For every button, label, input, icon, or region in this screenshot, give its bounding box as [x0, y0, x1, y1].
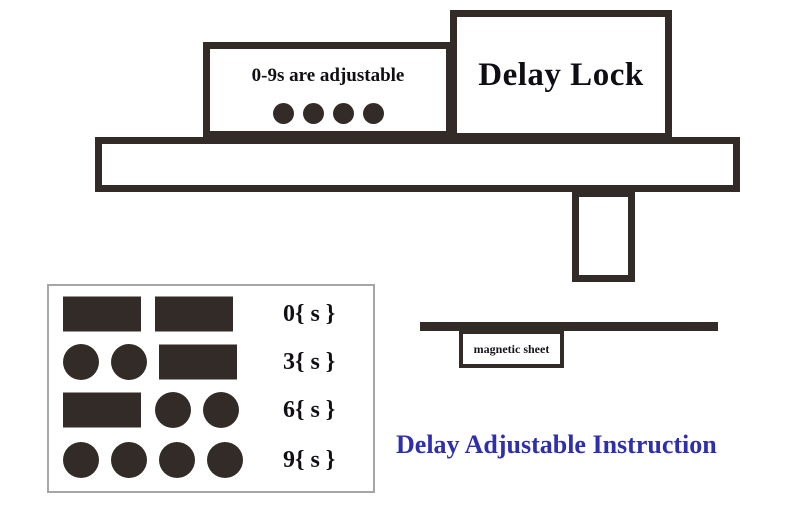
- magnetic-sheet-box: magnetic sheet: [459, 330, 564, 368]
- dip-switch-dot: [272, 103, 294, 124]
- magnetic-strike-bar: [420, 322, 718, 331]
- switch-dot: [203, 392, 239, 428]
- dip-switch-pattern: [49, 436, 277, 484]
- lock-body-bar: [95, 137, 740, 192]
- legend-row: 6{ s }: [49, 386, 373, 434]
- switch-bar: [155, 296, 233, 332]
- legend-row-label: 6{ s }: [283, 396, 336, 423]
- dip-switch-dot: [332, 103, 354, 124]
- lock-bolt: [572, 190, 635, 282]
- delay-lock-title-label: Delay Lock: [478, 56, 644, 93]
- switch-bar: [63, 392, 141, 428]
- adjustable-panel: 0-9s are adjustable: [203, 42, 453, 138]
- magnetic-sheet-label: magnetic sheet: [473, 341, 550, 356]
- switch-dot: [63, 344, 99, 380]
- legend-row-label: 9{ s }: [283, 446, 336, 473]
- switch-dot: [207, 442, 243, 478]
- dip-switch-pattern: [49, 338, 277, 386]
- dip-switch-pattern: [49, 290, 277, 338]
- legend-row: 9{ s }: [49, 436, 373, 484]
- switch-dot: [155, 392, 191, 428]
- dip-switch-dot-group: [210, 103, 446, 124]
- switch-dot: [111, 442, 147, 478]
- legend-row-label: 0{ s }: [283, 300, 336, 327]
- dip-switch-dot: [302, 103, 324, 124]
- delay-setting-legend: 0{ s } 3{ s } 6{ s } 9{ s }: [47, 284, 375, 493]
- adjustable-range-label: 0-9s are adjustable: [251, 65, 405, 86]
- legend-row: 3{ s }: [49, 338, 373, 386]
- switch-bar: [63, 296, 141, 332]
- page-title: Delay Adjustable Instruction: [396, 430, 717, 459]
- legend-row-label: 3{ s }: [283, 348, 336, 375]
- delay-lock-title-box: Delay Lock: [450, 10, 672, 140]
- switch-dot: [111, 344, 147, 380]
- switch-bar: [159, 344, 237, 380]
- switch-dot: [159, 442, 195, 478]
- switch-dot: [63, 442, 99, 478]
- dip-switch-dot: [362, 103, 384, 124]
- dip-switch-pattern: [49, 386, 277, 434]
- legend-row: 0{ s }: [49, 290, 373, 338]
